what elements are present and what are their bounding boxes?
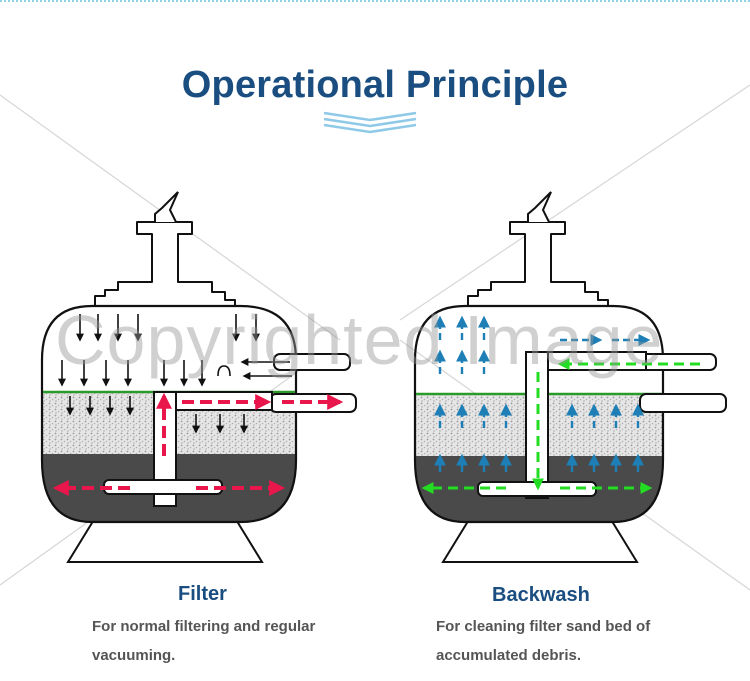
- filter-tank: [40, 191, 357, 563]
- watermark-text: Copyrighted Image: [55, 301, 664, 379]
- filter-description-line-2: vacuuming.: [92, 647, 176, 664]
- top-dotted-rule: [0, 0, 750, 2]
- page-title: Operational Principle: [181, 64, 569, 106]
- filter-title: Filter: [178, 583, 227, 605]
- chevron-down-icon: [323, 111, 417, 134]
- backwash-title: Backwash: [492, 584, 590, 606]
- backwash-description-line-2: accumulated debris.: [436, 647, 582, 664]
- backwash-description-line-1: For cleaning filter sand bed of: [436, 618, 651, 635]
- backwash-tank: [413, 191, 727, 563]
- filter-description: For normal filtering and regular vacuumi…: [92, 612, 315, 670]
- backwash-description: For cleaning filter sand bed of accumula…: [436, 612, 650, 670]
- filter-description-line-1: For normal filtering and regular: [92, 618, 316, 635]
